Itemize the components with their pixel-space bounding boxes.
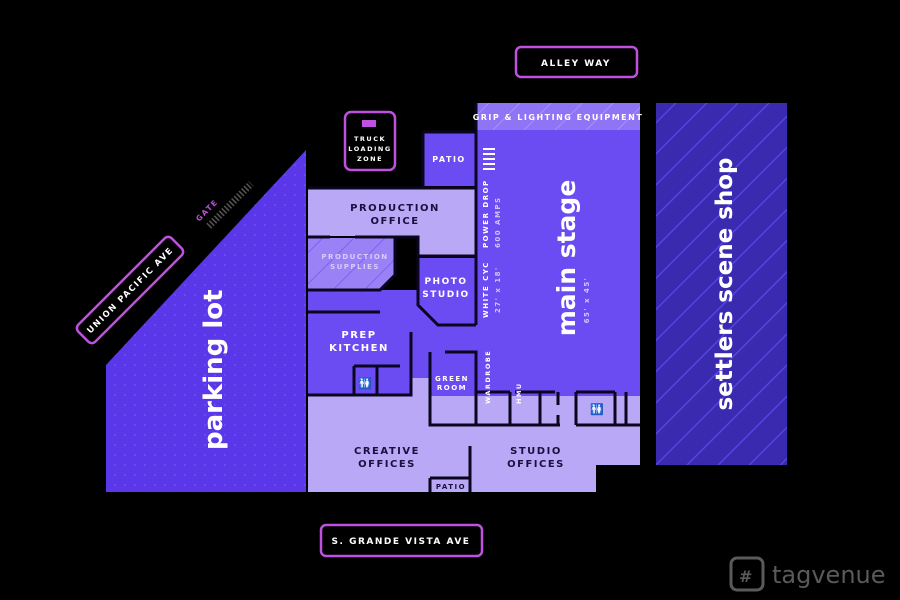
grip-label: GRIP & LIGHTING EQUIPMENT	[473, 113, 644, 122]
production-office-label-2: OFFICE	[370, 216, 419, 227]
truck-label-2: LOADING	[348, 145, 391, 153]
building	[308, 103, 640, 492]
truck-label-3: ZONE	[357, 155, 383, 163]
prep-kitchen-label-1: PREP	[341, 330, 376, 341]
patio-top-label: PATIO	[432, 155, 465, 164]
green-room-label-1: GREEN	[435, 375, 469, 383]
tagvenue-wordmark: tagvenue	[772, 561, 886, 589]
grande-vista-label: S. GRANDE VISTA AVE	[332, 537, 471, 547]
creative-offices-label-2: OFFICES	[358, 459, 416, 470]
patio-bottom-label: PATIO	[436, 483, 466, 491]
green-room-label-2: ROOM	[437, 384, 467, 392]
creative-offices-label-1: CREATIVE	[354, 446, 420, 457]
alley-way-label: ALLEY WAY	[541, 59, 611, 69]
main-stage-label: main stage	[552, 180, 581, 337]
restroom-icon-2: 🚻	[590, 403, 604, 416]
alley-way-sign: ALLEY WAY	[514, 45, 639, 79]
power-amps-label: 600 AMPS	[494, 196, 502, 248]
white-cyc-label: WHITE CYC	[482, 261, 490, 318]
photo-studio-label-1: PHOTO	[424, 277, 467, 287]
tagvenue-logo-icon	[729, 556, 765, 592]
studio-offices-label-1: STUDIO	[510, 446, 562, 457]
prep-kitchen-label-2: KITCHEN	[329, 343, 389, 354]
parking-lot-label: parking lot	[199, 289, 229, 450]
production-office-label-1: PRODUCTION	[350, 203, 440, 214]
power-drop-icon	[483, 148, 495, 170]
white-cyc-size: 27' x 18'	[494, 266, 502, 313]
parking-lot: parking lot	[106, 150, 306, 492]
grande-vista-sign: S. GRANDE VISTA AVE	[319, 523, 484, 558]
power-drop-label: POWER DROP	[482, 179, 490, 248]
production-supplies-label-1: PRODUCTION	[321, 253, 388, 261]
gate-label: GATE	[194, 197, 220, 223]
tagvenue-logo: # tagvenue	[729, 556, 886, 592]
restroom-icon: 🚻	[358, 377, 372, 390]
production-supplies-label-2: SUPPLIES	[330, 263, 380, 271]
scene-shop-label: settlers scene shop	[712, 157, 738, 410]
main-stage-size: 65' x 45'	[583, 277, 591, 324]
studio-offices-label-2: OFFICES	[507, 459, 565, 470]
hmu-label: HMU	[515, 382, 523, 404]
truck-loading-zone-sign: TRUCK LOADING ZONE	[343, 110, 397, 172]
wardrobe-label: WARDROBE	[484, 350, 492, 404]
scene-shop: settlers scene shop	[656, 103, 787, 465]
truck-icon	[362, 120, 376, 127]
photo-studio-label-2: STUDIO	[422, 290, 469, 300]
svg-text:#: #	[739, 567, 752, 586]
truck-label-1: TRUCK	[354, 135, 386, 143]
